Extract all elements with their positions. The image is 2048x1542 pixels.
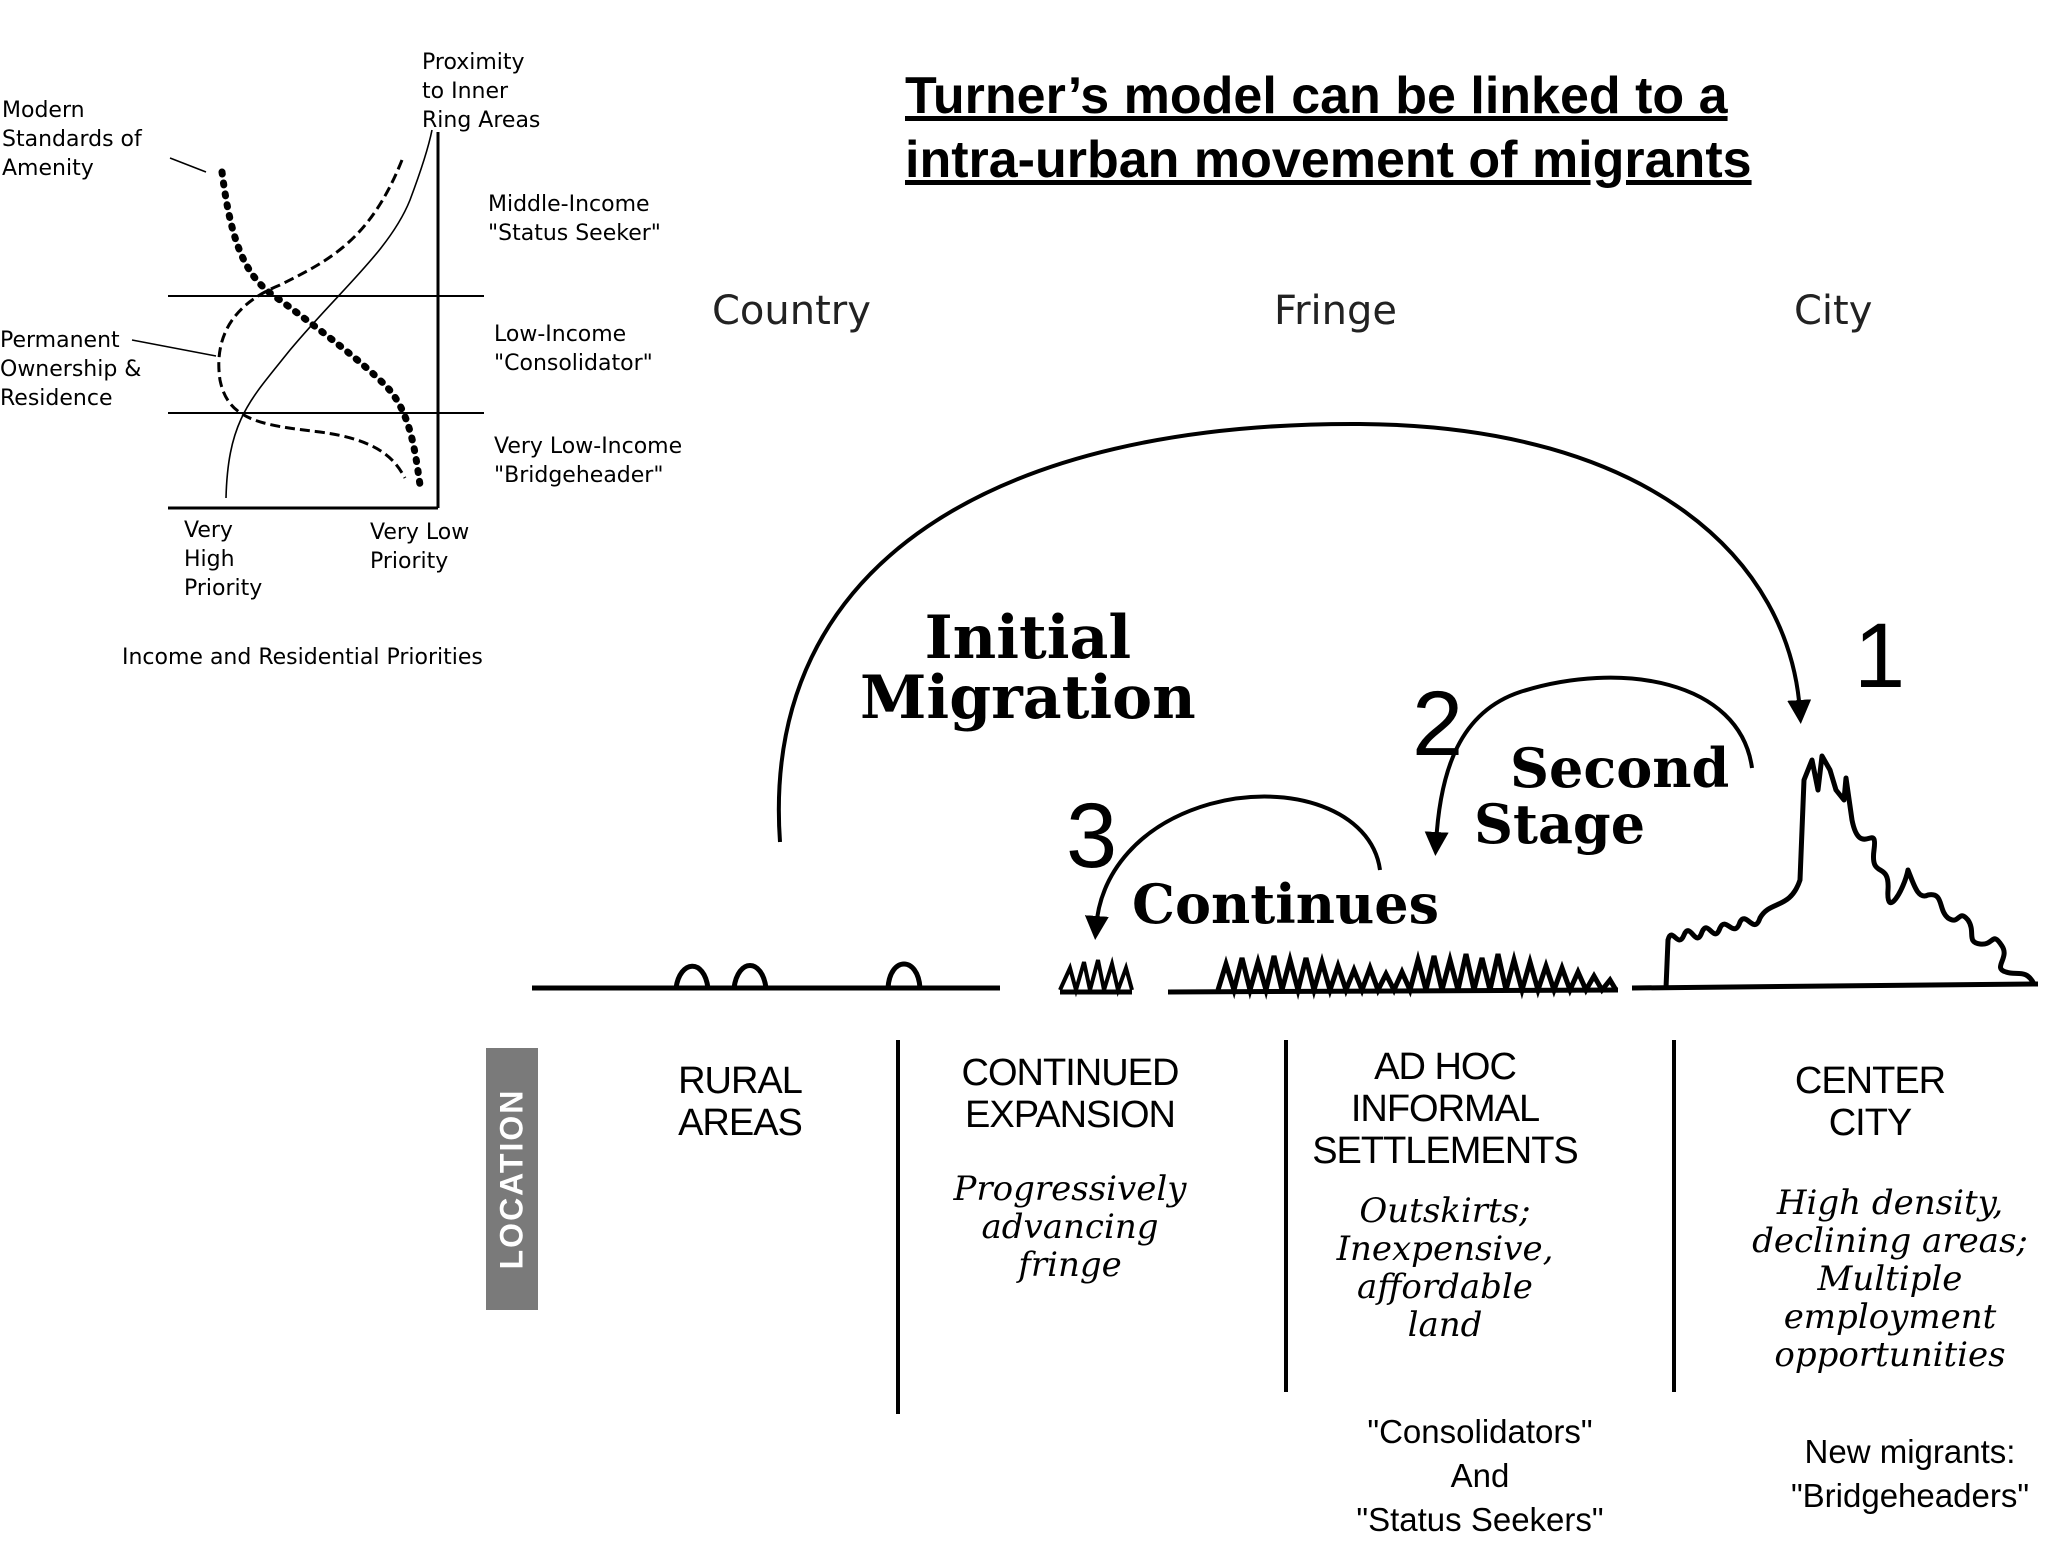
chart-caption: Income and Residential Priorities	[122, 645, 483, 670]
region-country: Country	[712, 288, 871, 334]
initial-label-line-1: Initial	[924, 603, 1132, 673]
page-title: Turner’s model can be linked to a intra-…	[905, 64, 1752, 192]
rural-hut-2	[731, 963, 769, 989]
initial-migration-arrow	[776, 421, 1812, 843]
label-very-high-priority: Very High Priority	[184, 518, 263, 601]
ownership-leader	[131, 339, 217, 357]
location-desc-center: High density, declining areas; Multiple …	[1752, 1183, 2028, 1375]
title-line-1: Turner’s model can be linked to a	[905, 67, 1728, 125]
title-line-2: intra-urban movement of migrants	[905, 131, 1752, 189]
label-modern-amenity: Modern Standards of Amenity	[2, 98, 142, 181]
rural-hut-3	[885, 961, 923, 989]
stage-number-1: 1	[1854, 605, 1906, 707]
informal-settlements	[1215, 950, 1619, 1000]
second-stage-arrow	[1424, 675, 1754, 856]
location-label: LOCATION	[493, 1088, 530, 1270]
group-bridgeheaders: New migrants: "Bridgeheaders"	[1790, 1433, 2030, 1514]
ownership-curve	[217, 159, 407, 479]
label-proximity: Proximity to Inner Ring Areas	[422, 50, 541, 133]
initial-label-line-2: Migration	[860, 663, 1196, 733]
location-heading-center: CENTER CITY	[1794, 1060, 1946, 1144]
income-priorities-chart	[131, 129, 484, 510]
city-skyline	[1663, 753, 2037, 989]
expansion-settlement	[1058, 956, 1134, 998]
continues-label: Continues	[1132, 872, 1439, 936]
location-label-bar: LOCATION	[486, 1048, 538, 1310]
region-fringe: Fringe	[1274, 288, 1398, 334]
region-city: City	[1794, 288, 1873, 334]
location-heading-expansion: CONTINUED EXPANSION	[961, 1052, 1180, 1136]
location-desc-expansion: Progressively advancing fringe	[953, 1169, 1187, 1285]
location-desc-informal: Outskirts; Inexpensive, affordable land	[1336, 1191, 1554, 1345]
label-middle-income: Middle-Income "Status Seeker"	[488, 192, 661, 246]
stage-number-2: 2	[1412, 673, 1464, 775]
amenity-leader	[169, 157, 207, 173]
second-label-line-2: Stage	[1474, 792, 1646, 856]
label-very-low-priority: Very Low Priority	[370, 520, 470, 574]
amenity-curve	[218, 168, 424, 489]
label-very-low-income: Very Low-Income "Bridgeheader"	[494, 434, 683, 488]
label-low-income: Low-Income "Consolidator"	[494, 322, 653, 376]
label-permanent-ownership: Permanent Ownership & Residence	[0, 328, 142, 411]
continues-arrow	[1084, 794, 1382, 940]
location-heading-informal: AD HOC INFORMAL SETTLEMENTS	[1312, 1046, 1579, 1172]
second-label-line-1: Second	[1510, 736, 1730, 800]
stage-number-3: 3	[1066, 785, 1118, 887]
proximity-curve	[225, 129, 433, 499]
group-consolidators: "Consolidators" And "Status Seekers"	[1356, 1413, 1604, 1538]
location-heading-rural: RURAL AREAS	[678, 1060, 803, 1144]
second-stage-label: Second Stage	[1474, 740, 1729, 852]
rural-hut-1	[673, 963, 711, 989]
initial-migration-label: Initial Migration	[860, 608, 1196, 728]
